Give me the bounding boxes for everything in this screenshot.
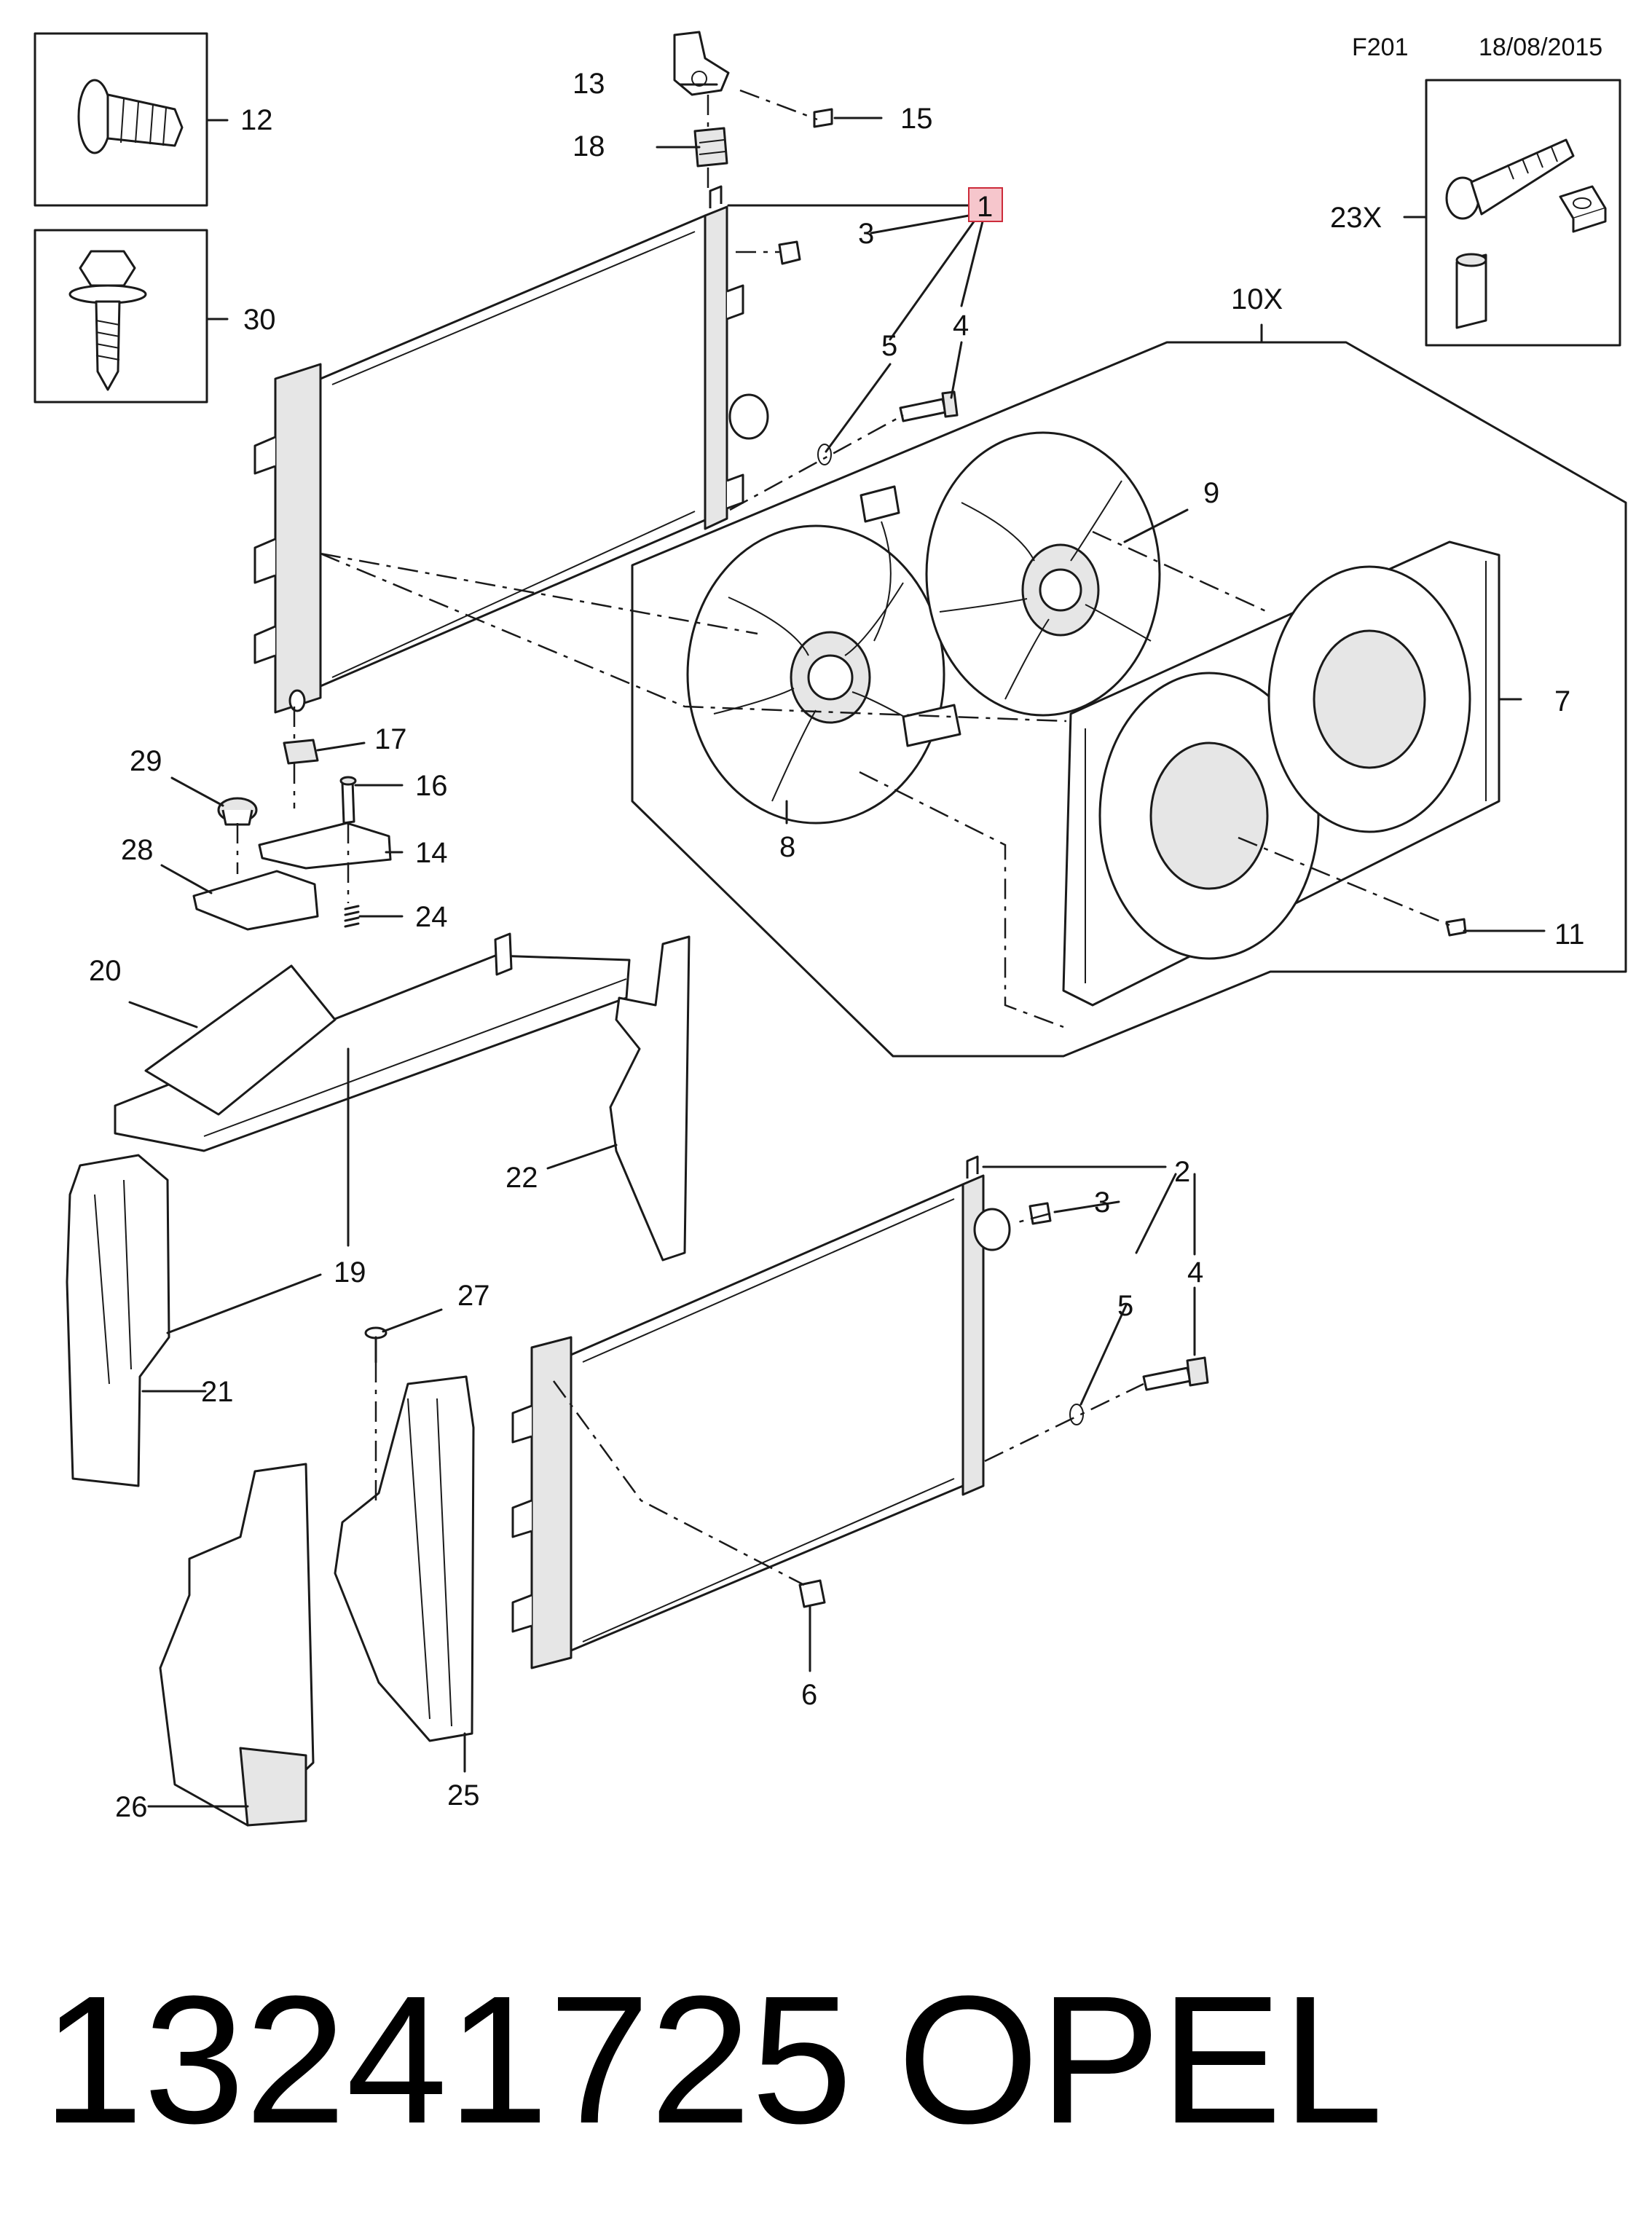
label-15: 15 [900,103,933,135]
label-7: 7 [1554,685,1570,717]
fan-connector-lower [902,704,961,747]
label-2: 2 [1174,1156,1190,1188]
air-deflector-19 [114,932,631,1152]
screw-12-icon [77,79,184,154]
label-16: 16 [415,770,448,802]
label-29: 29 [130,745,162,777]
highlight-box-1 [968,187,1003,222]
fan-8 [686,524,945,825]
hex-sleeve-icon [1455,253,1487,329]
inset-box-30 [34,229,229,404]
drain-plug-4-upper-icon [899,390,959,422]
label-22: 22 [506,1162,538,1194]
label-27: 27 [457,1280,490,1312]
label-12: 12 [240,104,273,136]
label-26: 26 [115,1791,148,1823]
bolt-23x-icon [1445,138,1575,220]
bolt-15-icon [813,108,833,128]
side-seal-21 [66,1154,170,1487]
label-19: 19 [334,1256,366,1288]
fan-assembly-outline [631,323,1627,1058]
label-14: 14 [415,837,448,869]
radiator-lower [511,1155,1011,1669]
label-20: 20 [89,955,122,987]
label-5-lower: 5 [1117,1290,1133,1322]
label-9: 9 [1203,477,1219,509]
rubber-pad-18 [693,127,728,168]
side-seal-25 [334,1375,475,1742]
label-3-lower: 3 [1094,1187,1110,1219]
label-30: 30 [243,304,276,336]
clip-27-icon [364,1326,388,1364]
square-nut-icon [1559,185,1607,233]
spring-24-icon [344,905,360,928]
label-18: 18 [573,130,605,162]
fan-connector-upper [860,485,900,642]
header-date: 18/08/2015 [1479,34,1602,61]
rubber-mount-17 [283,739,319,765]
inset-box-23x [1403,79,1621,347]
label-10x: 10X [1231,283,1283,315]
alignment-lines [236,89,1450,1586]
label-3-upper: 3 [858,218,874,250]
label-23x: 23X [1330,202,1382,234]
bolt-3-upper-icon [778,240,801,265]
cap-29-icon [217,797,258,826]
label-24: 24 [415,901,448,933]
o-ring-5-lower-icon [1069,1404,1084,1425]
bolt-30-icon [68,250,147,391]
label-11: 11 [1554,918,1585,951]
side-seal-22 [609,935,691,1262]
inset-box-12 [34,32,229,207]
fan-9 [925,431,1161,717]
leader-lines [128,83,1546,1808]
pin-16-icon [339,776,357,825]
screw-11-icon [1445,918,1467,937]
label-6: 6 [801,1679,817,1711]
footer-part-number: 13241725 [42,1958,852,2161]
bracket-28 [192,870,319,931]
top-bracket-13 [673,31,730,96]
nut-6-icon [798,1579,826,1608]
label-21: 21 [201,1376,234,1408]
o-ring-5-upper-icon [817,444,832,465]
header-code: F201 [1352,34,1409,61]
label-28: 28 [121,834,154,866]
label-1: 1 [977,191,993,223]
label-4-lower: 4 [1187,1256,1203,1288]
footer-brand: OPEL [897,1958,1383,2161]
label-13: 13 [573,68,605,100]
label-25: 25 [447,1779,480,1811]
label-4-upper: 4 [953,310,969,342]
label-8: 8 [779,831,795,863]
side-seal-26 [159,1463,315,1827]
drain-plug-4-lower-icon [1142,1356,1209,1391]
label-17: 17 [374,723,407,755]
label-5-upper: 5 [881,330,897,362]
bracket-14 [258,822,392,870]
radiator-upper [253,185,769,714]
fan-shroud-7 [1062,540,1500,1007]
